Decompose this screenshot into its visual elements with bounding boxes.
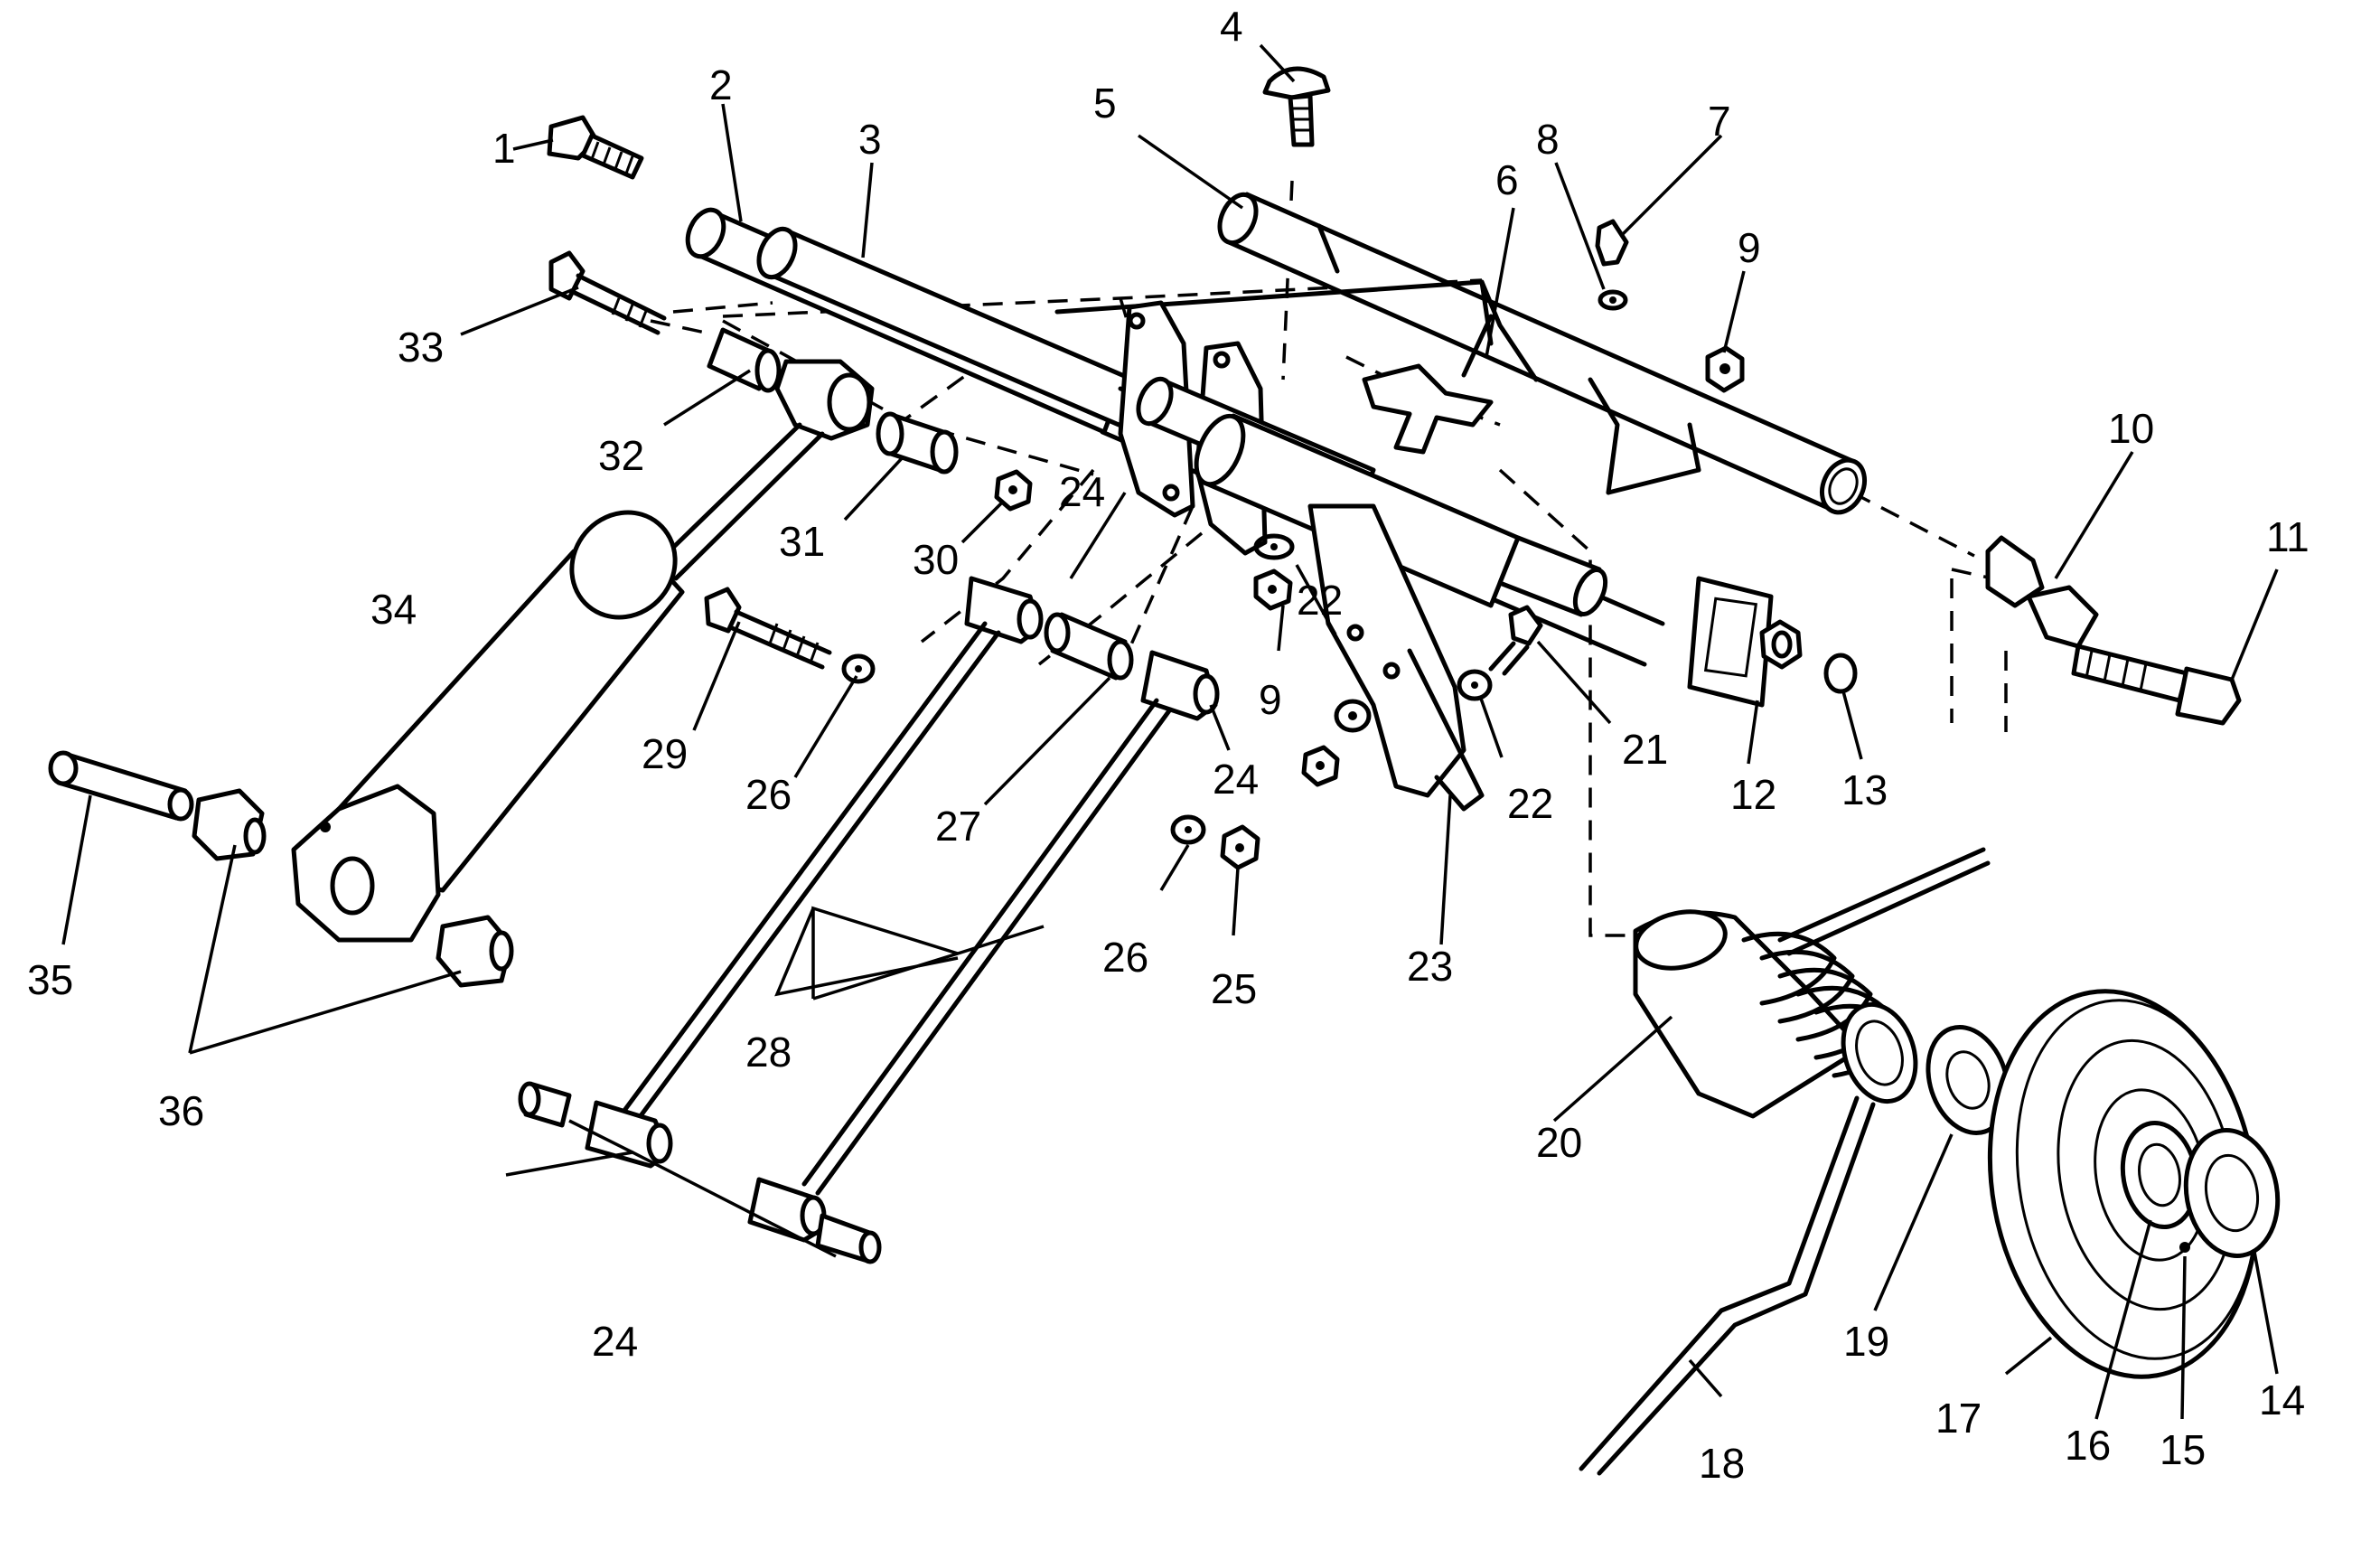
nut-9-center <box>1253 568 1293 611</box>
clamp-10 <box>1985 535 2099 649</box>
callout-11: 11 <box>2266 513 2310 560</box>
washer-26-right <box>1170 814 1206 845</box>
callout-1: 1 <box>492 125 516 172</box>
nut-9-lower <box>1301 745 1340 787</box>
bushing-31 <box>876 411 959 475</box>
lock-washer-13 <box>1823 653 1858 694</box>
shock-absorber-34 <box>291 422 825 943</box>
callout-23: 23 <box>1407 943 1453 990</box>
washer-8 <box>1598 289 1628 311</box>
callout-25: 25 <box>1211 965 1257 1012</box>
bushing-36-left <box>192 788 267 861</box>
spring-bushing-20 <box>1633 847 1991 1119</box>
bolt-33 <box>548 250 667 335</box>
callout-19: 19 <box>1843 1318 1889 1365</box>
callout-9-lower: 9 <box>1259 676 1282 723</box>
washer-19 <box>1926 1024 2010 1136</box>
callout-21: 21 <box>1622 726 1668 773</box>
callout-24-lower: 24 <box>592 1318 638 1365</box>
callout-labels: 1 2 3 4 5 6 7 8 9 9 10 11 12 13 14 15 16… <box>27 3 2310 1487</box>
arm-28-left <box>621 576 1044 1123</box>
bushing-32 <box>707 327 782 393</box>
callout-13: 13 <box>1841 766 1888 813</box>
washer-22-right <box>1457 669 1493 701</box>
callout-34: 34 <box>370 586 417 633</box>
nut-9-upper <box>1705 345 1745 393</box>
callout-6: 6 <box>1495 156 1519 203</box>
callout-33: 33 <box>398 324 444 371</box>
callout-31: 31 <box>779 518 825 565</box>
washer-26-left <box>841 653 876 684</box>
callout-30: 30 <box>913 536 959 583</box>
callout-35: 35 <box>27 956 73 1003</box>
callout-14: 14 <box>2259 1377 2305 1424</box>
cross-frame <box>1054 279 1701 495</box>
pivot-bracket-12 <box>1687 576 1803 708</box>
bushing-36-right <box>436 915 514 988</box>
torque-arm-plate <box>1307 503 1485 812</box>
callout-5: 5 <box>1093 80 1117 127</box>
arm-28-right <box>801 650 1220 1196</box>
callout-12: 12 <box>1730 771 1776 818</box>
nut-30 <box>994 469 1033 512</box>
callout-32: 32 <box>598 432 644 479</box>
shock-upper-eye <box>774 359 875 441</box>
callout-10: 10 <box>2108 405 2154 452</box>
callout-2: 2 <box>709 61 733 108</box>
bolt-29 <box>704 587 832 670</box>
callout-4: 4 <box>1220 3 1243 50</box>
bushing-24-lower-d <box>815 1213 882 1264</box>
bushing-27 <box>1044 612 1134 681</box>
carriage-bolt-4 <box>1262 66 1331 147</box>
grease-fitting-7 <box>1595 219 1629 267</box>
callout-27: 27 <box>935 803 981 850</box>
callout-24-upper: 24 <box>1059 468 1105 515</box>
callout-7: 7 <box>1708 98 1731 145</box>
callout-18: 18 <box>1699 1440 1745 1487</box>
washer-22-upper <box>1253 533 1295 560</box>
callout-15: 15 <box>2160 1426 2206 1473</box>
bolt-1 <box>547 115 644 180</box>
bushing-24-lower-c <box>747 1177 827 1243</box>
callout-36: 36 <box>158 1087 204 1134</box>
spring-arm-18 <box>1579 1095 1876 1476</box>
set-screw-15 <box>2179 1242 2190 1253</box>
callout-9-upper: 9 <box>1738 224 1761 271</box>
callout-22-upper: 22 <box>1297 577 1343 624</box>
callout-29: 29 <box>642 730 688 777</box>
callout-20: 20 <box>1536 1119 1582 1166</box>
callout-17: 17 <box>1935 1395 1982 1442</box>
callout-26-right: 26 <box>1102 934 1148 981</box>
rear-rail-tube <box>1217 192 1868 515</box>
bolt-21 <box>1488 605 1543 676</box>
callout-3: 3 <box>858 116 882 163</box>
washer-22-center <box>1334 699 1372 733</box>
callout-24-middle: 24 <box>1213 756 1259 803</box>
nut-25 <box>1220 824 1260 870</box>
callout-26-left: 26 <box>745 771 792 818</box>
cap-14 <box>2183 1128 2281 1258</box>
bolt-11 <box>2071 644 2242 726</box>
callout-22-lower: 22 <box>1507 780 1553 827</box>
spring-guide-bracket <box>1362 314 1494 455</box>
pin-35 <box>48 750 194 822</box>
leader-lines <box>61 43 2279 1420</box>
callout-16: 16 <box>2065 1422 2111 1469</box>
bushing-24-lower-b <box>585 1100 673 1169</box>
callout-28: 28 <box>745 1029 792 1076</box>
bushing-24-lower-a <box>518 1081 572 1128</box>
callout-8: 8 <box>1536 116 1560 163</box>
